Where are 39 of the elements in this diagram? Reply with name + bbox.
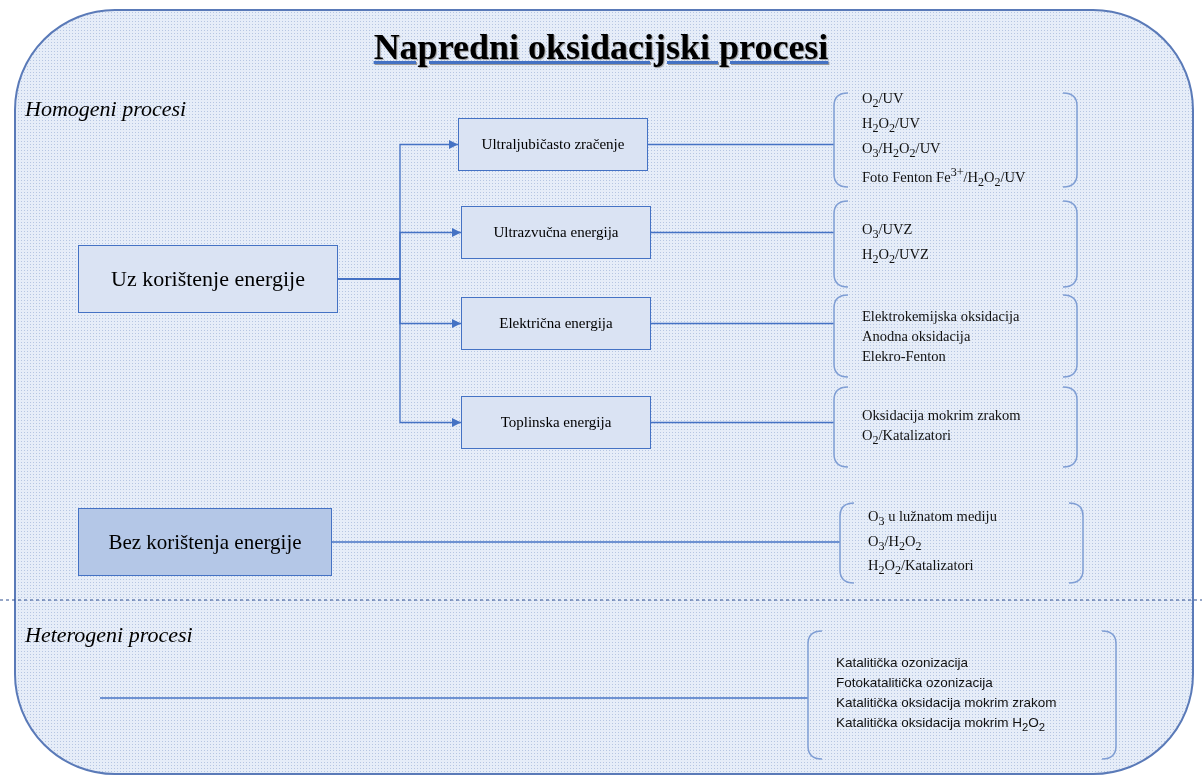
list-item: O$_{3}$/H$_{2}$O$_{2}$/UV: [862, 138, 942, 162]
box-label: Toplinska energija: [500, 414, 612, 431]
list-item: H$_{2}$O$_{2}$/UV: [862, 113, 922, 137]
connector-line: [650, 421, 835, 424]
process-box: [461, 396, 651, 449]
list-item: Elekro-Fenton: [862, 347, 947, 366]
process-box: [78, 508, 332, 576]
process-box: [461, 297, 651, 350]
list-item: Katalitička oksidacija mokrim H$_{2}$O$_{2}$: [836, 714, 1047, 735]
list-item: O$_{3}$ u lužnatom mediju: [868, 506, 998, 530]
connector-line: [647, 143, 835, 146]
title: Napredni oksidacijski procesi: [373, 27, 829, 67]
box-label: Električna energija: [499, 315, 613, 332]
list-item: H$_{2}$O$_{2}$/Katalizatori: [868, 556, 975, 580]
list-item: H$_{2}$O$_{2}$/UVZ: [862, 245, 930, 268]
process-box: [78, 245, 338, 313]
list-item: O$_{2}$/Katalizatori: [862, 425, 952, 449]
box-label: Ultraljubičasto zračenje: [481, 136, 625, 153]
connector-line: [650, 322, 835, 325]
section-heading: Homogeni procesi: [25, 96, 187, 122]
list-item: Katalitička ozonizacija: [836, 654, 970, 673]
list-item: O$_{3}$/UVZ: [862, 220, 914, 243]
list-item: Anodna oksidacija: [862, 327, 972, 346]
box-label: Uz korištenje energije: [111, 266, 305, 292]
list-item: Oksidacija mokrim zrakom: [862, 405, 1022, 425]
list-item: O$_{3}$/H$_{2}$O$_{2}$: [868, 531, 923, 555]
list-item: Foto Fenton Fe$^{3+}$/H$_{2}$O$_{2}$/UV: [862, 164, 1027, 192]
connector-line: [650, 231, 835, 234]
list-item: Fotokatalitička ozonizacija: [836, 674, 994, 693]
connector-line: [331, 541, 841, 543]
process-box: [461, 206, 651, 259]
box-label: Ultrazvučna energija: [493, 224, 619, 241]
connector-line: [99, 697, 809, 699]
section-heading: Heterogeni procesi: [25, 622, 193, 648]
list-item: Katalitička oksidacija mokrim zrakom: [836, 694, 1058, 713]
box-label: Bez korištenja energije: [108, 529, 302, 555]
list-item: Elektrokemijska oksidacija: [862, 307, 1021, 326]
list-item: O$_{2}$/UV: [862, 88, 905, 112]
process-box: [458, 118, 648, 171]
